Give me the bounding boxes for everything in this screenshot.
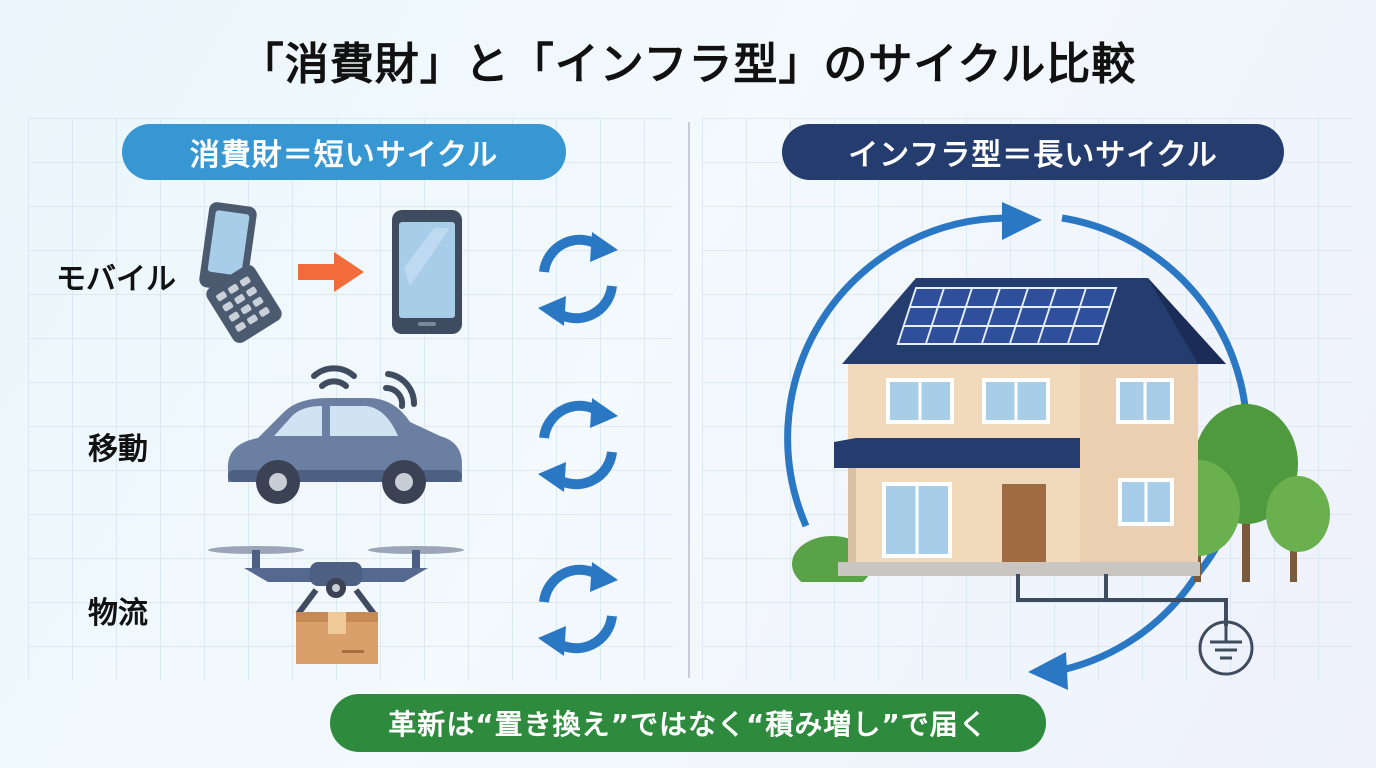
connected-car-icon [227, 365, 462, 504]
row-label-logistics: 物流 [88, 596, 148, 631]
conclusion-banner: 革新は“置き換え”ではなく“積み増し”で届く [330, 694, 1046, 752]
smartphone-icon [392, 210, 462, 334]
solar-house-icon [792, 278, 1226, 582]
flip-phone-icon [199, 202, 282, 343]
row-label-mobility: 移動 [88, 432, 148, 467]
arrow-right-icon [298, 252, 364, 292]
long-cycle-heading: インフラ型＝長いサイクル [782, 124, 1284, 180]
short-cycle-heading: 消費財＝短いサイクル [122, 124, 566, 180]
ground-symbol-icon [1016, 574, 1254, 676]
refresh-cycle-icon [538, 562, 618, 656]
page-title: 「消費財」と「インフラ型」のサイクル比較 [239, 39, 1137, 90]
row-label-mobile: モバイル [56, 262, 176, 297]
refresh-cycle-icon [538, 398, 618, 492]
refresh-cycle-icon [538, 232, 618, 326]
center-divider [688, 122, 690, 678]
delivery-drone-icon [208, 546, 464, 664]
